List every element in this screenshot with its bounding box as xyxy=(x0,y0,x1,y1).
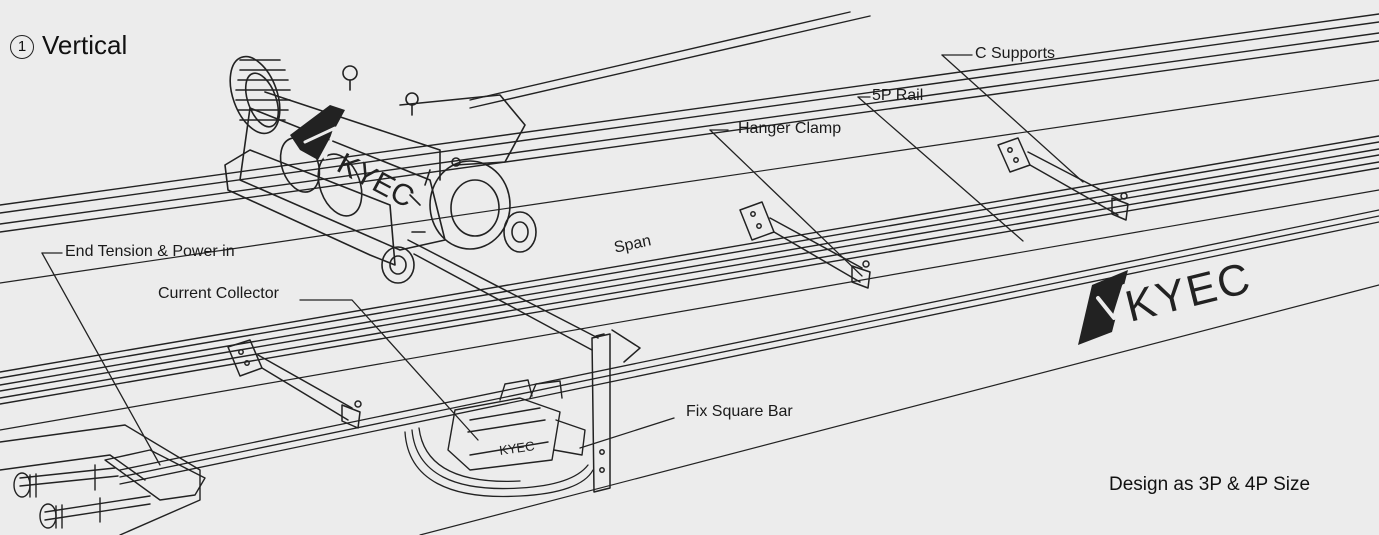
collector-logo-text: KYEC xyxy=(498,438,535,458)
page-title: 1 Vertical xyxy=(10,30,127,61)
label-hanger-clamp: Hanger Clamp xyxy=(738,120,842,137)
c-support-right xyxy=(997,137,1129,221)
title-number: 1 xyxy=(10,35,34,59)
cable-loop xyxy=(404,427,594,498)
current-collector-drawing xyxy=(447,379,586,471)
fix-square-bar xyxy=(407,239,641,493)
back-rail xyxy=(0,11,1379,233)
design-note: Design as 3P & 4P Size xyxy=(1109,474,1311,495)
trolley-logo-mark xyxy=(290,105,345,160)
label-fix-square-bar: Fix Square Bar xyxy=(686,403,793,420)
leader-lines xyxy=(41,54,1084,466)
title-text: Vertical xyxy=(42,30,128,60)
c-support-left xyxy=(227,339,362,429)
c-support-middle xyxy=(739,201,871,289)
label-5p-rail: 5P Rail xyxy=(872,87,924,104)
trolley-unit xyxy=(224,55,537,284)
label-c-supports: C Supports xyxy=(975,45,1056,62)
beam-logo-mark xyxy=(1078,270,1128,345)
lower-rail xyxy=(119,209,1379,485)
label-end-tension: End Tension & Power in xyxy=(65,243,235,260)
label-current-collector: Current Collector xyxy=(158,285,279,302)
beam-edges xyxy=(0,79,1379,535)
end-tension-clamp xyxy=(0,424,206,535)
